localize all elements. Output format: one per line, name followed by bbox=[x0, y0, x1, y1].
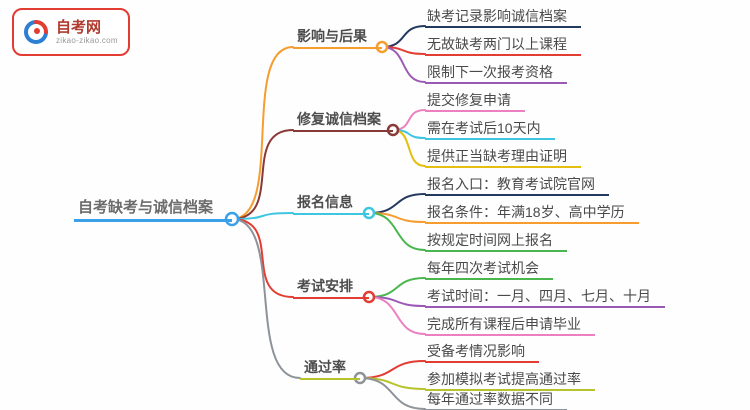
link-root-branch-3 bbox=[231, 212, 294, 220]
leaf-node-5-2[interactable]: 参加模拟考试提高通过率 bbox=[425, 371, 595, 391]
leaf-node-3-3[interactable]: 按规定时间网上报名 bbox=[425, 232, 567, 252]
link-branch-2-leaf-2 bbox=[392, 129, 426, 139]
branch-node-5[interactable]: 通过率 bbox=[300, 358, 360, 380]
leaf-node-1-1[interactable]: 缺考记录影响诚信档案 bbox=[425, 8, 581, 28]
leaf-node-4-3[interactable]: 完成所有课程后申请毕业 bbox=[425, 316, 595, 336]
link-branch-4-leaf-3 bbox=[368, 296, 426, 335]
site-logo[interactable]: 自考网 zikao-zikao.com bbox=[12, 8, 130, 56]
link-root-branch-5 bbox=[231, 218, 301, 379]
link-branch-4-leaf-2 bbox=[368, 296, 426, 307]
link-branch-2-leaf-1 bbox=[392, 109, 426, 131]
link-branch-5-leaf-2 bbox=[359, 377, 426, 390]
link-root-branch-1 bbox=[231, 46, 294, 220]
leaf-node-4-2[interactable]: 考试时间：一月、四月、七月、十月 bbox=[425, 288, 665, 308]
leaf-node-5-3[interactable]: 每年通过率数据不同 bbox=[425, 391, 567, 410]
site-logo-text: 自考网 zikao-zikao.com bbox=[56, 19, 118, 45]
link-branch-3-leaf-2 bbox=[368, 212, 426, 223]
link-branch-4-leaf-1 bbox=[368, 277, 426, 298]
link-branch-3-leaf-1 bbox=[368, 193, 426, 214]
leaf-node-2-2[interactable]: 需在考试后10天内 bbox=[425, 120, 555, 140]
site-domain: zikao-zikao.com bbox=[56, 36, 118, 45]
branch-node-1[interactable]: 影响与后果 bbox=[293, 27, 382, 49]
link-branch-2-leaf-3 bbox=[392, 129, 426, 167]
branch-node-2[interactable]: 修复诚信档案 bbox=[293, 110, 393, 132]
root-node[interactable]: 自考缺考与诚信档案 bbox=[74, 198, 232, 222]
leaf-node-1-2[interactable]: 无故缺考两门以上课程 bbox=[425, 36, 581, 56]
leaf-node-5-1[interactable]: 受备考情况影响 bbox=[425, 343, 539, 363]
branch-node-3[interactable]: 报名信息 bbox=[293, 193, 369, 215]
link-branch-5-leaf-3 bbox=[359, 377, 426, 410]
leaf-node-1-3[interactable]: 限制下一次报考资格 bbox=[425, 64, 567, 84]
leaf-node-3-1[interactable]: 报名入口：教育考试院官网 bbox=[425, 176, 609, 196]
leaf-node-2-1[interactable]: 提交修复申请 bbox=[425, 92, 525, 112]
link-root-branch-2 bbox=[231, 129, 294, 220]
site-name: 自考网 bbox=[56, 19, 102, 36]
branch-node-4[interactable]: 考试安排 bbox=[293, 277, 369, 299]
link-branch-5-leaf-1 bbox=[359, 360, 426, 379]
leaf-node-2-3[interactable]: 提供正当缺考理由证明 bbox=[425, 148, 581, 168]
link-branch-1-leaf-3 bbox=[381, 46, 426, 83]
link-branch-1-leaf-1 bbox=[381, 25, 426, 48]
link-root-branch-4 bbox=[231, 218, 294, 298]
link-branch-1-leaf-2 bbox=[381, 46, 426, 55]
link-branch-3-leaf-3 bbox=[368, 212, 426, 251]
leaf-node-3-2[interactable]: 报名条件：年满18岁、高中学历 bbox=[425, 204, 639, 224]
site-logo-icon bbox=[24, 20, 48, 44]
leaf-node-4-1[interactable]: 每年四次考试机会 bbox=[425, 260, 553, 280]
